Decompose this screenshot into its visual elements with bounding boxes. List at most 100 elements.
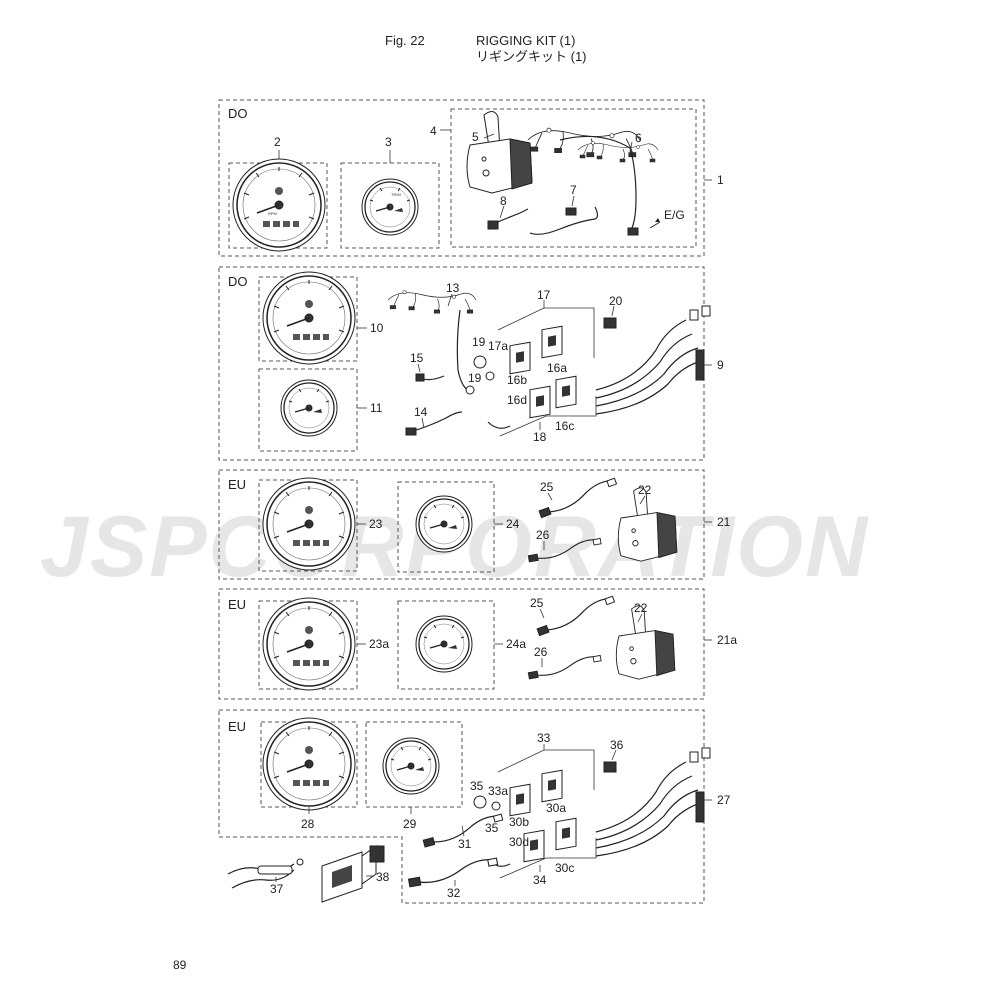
- wire-harness-13: [387, 290, 477, 314]
- label-26b: 26: [534, 645, 548, 659]
- figure-title-ja: リギングキット (1): [476, 49, 587, 64]
- section-2-main-label: 9: [717, 358, 724, 372]
- part-11-frame: [258, 368, 358, 452]
- section-3-region: EU: [228, 477, 246, 492]
- label-16a: 16a: [547, 361, 567, 375]
- label-4: 4: [430, 124, 437, 138]
- section-1-main-label: 1: [717, 173, 724, 187]
- tachometer-gauge-23a: [262, 597, 356, 691]
- label-35b: 35: [485, 821, 499, 835]
- label-14: 14: [414, 405, 428, 419]
- cable-25b: [534, 595, 618, 637]
- label-31: 31: [458, 837, 472, 851]
- label-22a: 22: [638, 483, 652, 497]
- label-36: 36: [610, 738, 624, 752]
- label-15: 15: [410, 351, 424, 365]
- remote-control-22: [617, 487, 678, 562]
- label-24a: 24a: [506, 637, 526, 651]
- wire-harness-6a: [527, 127, 641, 158]
- label-19a: 19: [472, 335, 486, 349]
- cable-32: [406, 857, 500, 888]
- label-16c: 16c: [555, 419, 574, 433]
- section-1-frame: [218, 99, 705, 257]
- label-23a: 23a: [369, 637, 389, 651]
- figure-number: Fig. 22: [385, 33, 425, 48]
- tachometer-gauge-23: [262, 477, 356, 571]
- label-33: 33: [537, 731, 551, 745]
- trim-gauge-24: [415, 495, 473, 553]
- label-30d: 30d: [509, 835, 529, 849]
- wire-harness-6b: [577, 141, 659, 163]
- trim-gauge-29: [382, 737, 440, 795]
- section-5-frame: [218, 709, 705, 904]
- label-30b: 30b: [509, 815, 529, 829]
- remote-control-5: [466, 110, 533, 194]
- switch-panel-16c: [555, 375, 577, 409]
- switch-panel-30a: [541, 769, 563, 803]
- section-4-frame: [218, 588, 705, 700]
- label-2: 2: [274, 135, 281, 149]
- part-4-frame: [450, 108, 697, 248]
- section-3-main-label: 21: [717, 515, 731, 529]
- label-3: 3: [385, 135, 392, 149]
- label-10: 10: [370, 321, 384, 335]
- section-1-region: DO: [228, 106, 248, 121]
- label-11: 11: [370, 401, 383, 415]
- trim-gauge-24a: [415, 615, 473, 673]
- label-17a: 17a: [488, 339, 508, 353]
- section-4-main-label: 21a: [717, 633, 737, 647]
- figure-title: RIGGING KIT (1) リギングキット (1): [476, 33, 587, 65]
- switch-panel-16b: [509, 341, 531, 375]
- label-35a: 35: [470, 779, 484, 793]
- page-number: 89: [173, 958, 187, 972]
- label-38: 38: [376, 870, 390, 884]
- switch-panel-16a: [541, 325, 563, 359]
- switch-panel-30c: [555, 817, 577, 851]
- label-eg: E/G: [664, 208, 685, 222]
- throttle-box-38: [321, 845, 385, 903]
- label-18: 18: [533, 430, 547, 444]
- tachometer-gauge-10: [262, 271, 356, 365]
- label-6: 6: [635, 131, 642, 145]
- label-17: 17: [537, 288, 551, 302]
- label-22b: 22: [634, 601, 648, 615]
- label-19b: 19: [468, 371, 482, 385]
- section-5-region: EU: [228, 719, 246, 734]
- gauge-trim-text: TRIM: [391, 192, 401, 197]
- trim-gauge-11: [280, 379, 338, 437]
- section-3-frame: [218, 469, 705, 580]
- wire-lead-37: [227, 858, 304, 889]
- label-5: 5: [472, 130, 479, 144]
- figure-title-en: RIGGING KIT (1): [476, 33, 576, 48]
- tachometer-gauge-2: [232, 158, 326, 252]
- label-20: 20: [609, 294, 623, 308]
- switch-panel-30b: [509, 783, 531, 817]
- switch-panel-16d: [529, 385, 551, 419]
- label-33a: 33a: [488, 784, 508, 798]
- label-7: 7: [570, 183, 577, 197]
- label-26a: 26: [536, 528, 550, 542]
- label-32: 32: [447, 886, 461, 900]
- label-13: 13: [446, 281, 460, 295]
- remote-control-22b: [615, 605, 676, 680]
- label-23: 23: [369, 517, 383, 531]
- label-16b: 16b: [507, 373, 527, 387]
- label-8: 8: [500, 194, 507, 208]
- trim-gauge-3: [361, 178, 419, 236]
- section-4-region: EU: [228, 597, 246, 612]
- gauge-rpm-text: RPM: [268, 211, 277, 216]
- label-30c: 30c: [555, 861, 574, 875]
- label-25a: 25: [540, 480, 554, 494]
- tachometer-gauge-28: [262, 717, 356, 811]
- label-16d: 16d: [507, 393, 527, 407]
- label-28: 28: [301, 817, 315, 831]
- section-5-main-label: 27: [717, 793, 731, 807]
- section-2-region: DO: [228, 274, 248, 289]
- part-24a-frame: [397, 600, 495, 690]
- label-29: 29: [403, 817, 417, 831]
- label-37: 37: [270, 882, 284, 896]
- label-24: 24: [506, 517, 520, 531]
- label-30a: 30a: [546, 801, 566, 815]
- part-24-frame: [397, 481, 495, 573]
